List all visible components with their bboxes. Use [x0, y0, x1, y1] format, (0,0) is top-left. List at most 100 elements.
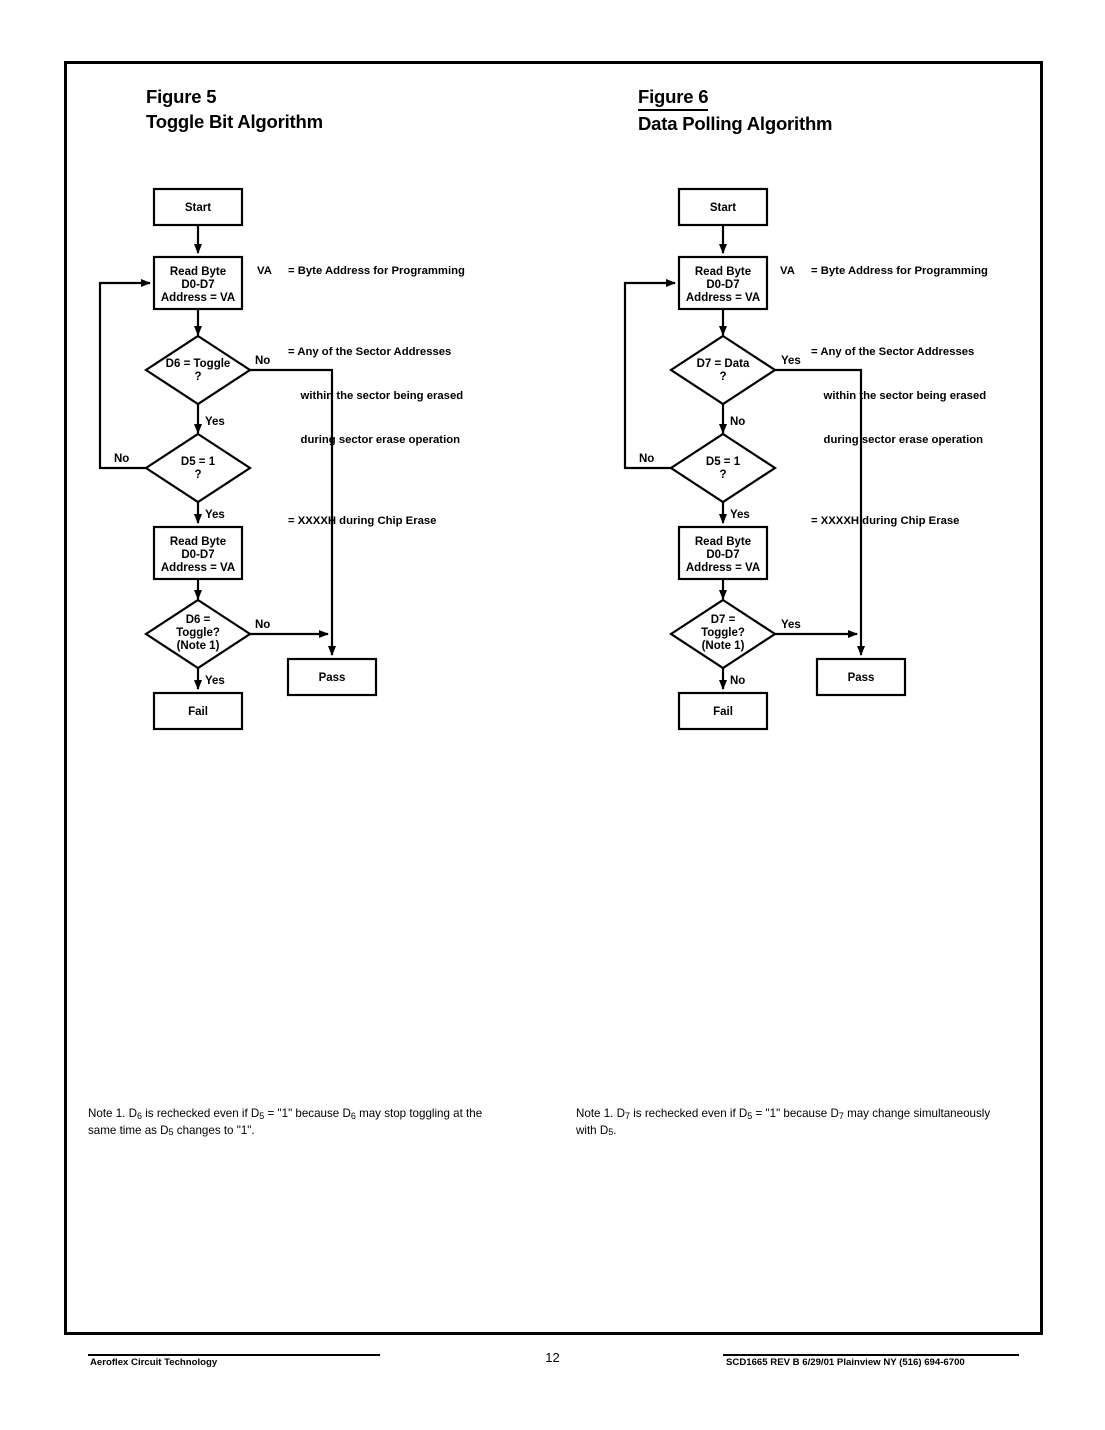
figure-5-heading: Figure 5 Toggle Bit Algorithm	[146, 84, 323, 134]
node-read2-line3: Address = VA	[161, 562, 235, 574]
node-read2-line1: Read Byte	[695, 536, 751, 548]
node-d3-line1: D6 =	[186, 614, 211, 626]
legend-line: during sector erase operation	[780, 433, 988, 448]
node-pass	[286, 657, 378, 697]
node-read2-line2: D0-D7	[181, 549, 214, 561]
branch-d2-left-label: No	[639, 453, 654, 465]
figure-6-flowchart: Start Read Byte D0-D7 Address = VA D7 = …	[615, 185, 915, 731]
node-fail	[152, 691, 244, 731]
node-read1-line1: Read Byte	[695, 266, 751, 278]
node-read-byte-1	[152, 255, 244, 311]
node-read2-line2: D0-D7	[706, 549, 739, 561]
branch-d3-right-label: No	[255, 619, 270, 631]
legend-key: VA	[780, 265, 795, 278]
conn-d1-right	[775, 368, 863, 475]
node-d1-line1: D7 = Data	[697, 358, 750, 370]
branch-d2-down-label: Yes	[730, 509, 750, 521]
legend-value: = Byte Address for Programming	[811, 265, 988, 278]
node-start	[677, 187, 769, 227]
node-decision-2	[668, 432, 778, 504]
legend-value: = Any of the Sector Addresses	[288, 346, 452, 359]
branch-d1-right-label: Yes	[781, 355, 801, 367]
node-decision-1	[143, 334, 253, 406]
footer-company: Aeroflex Circuit Technology	[90, 1357, 218, 1368]
legend-line: during sector erase operation	[257, 433, 465, 448]
legend-line: within the sector being erased	[780, 389, 988, 404]
node-read1-line2: D0-D7	[181, 279, 214, 291]
footer-page-number: 12	[545, 1350, 560, 1365]
node-read1-line1: Read Byte	[170, 266, 226, 278]
node-pass-label: Pass	[319, 672, 346, 684]
figure-5-number-line: Figure 5	[146, 84, 323, 109]
node-d3-line2: Toggle?	[701, 627, 745, 639]
figure-6-number-line: Figure 6	[638, 84, 832, 111]
conn-d2-left-feedback	[623, 279, 676, 470]
figure-5-number: Figure 5	[146, 86, 217, 107]
footer-rule-right	[723, 1354, 1019, 1356]
node-pass	[815, 657, 907, 697]
figure-6-legend: VA = Byte Address for Programming = Any …	[780, 235, 988, 543]
node-pass-label: Pass	[848, 672, 875, 684]
node-decision-2	[143, 432, 253, 504]
legend-value: = Byte Address for Programming	[288, 265, 465, 278]
legend-value: within the sector being erased	[288, 389, 464, 402]
page-border	[64, 61, 1043, 1335]
legend-line: = XXXXH during Chip Erase	[257, 514, 465, 529]
node-d3-line1: D7 =	[711, 614, 736, 626]
figure-5-note: Note 1. D6 is rechecked even if D5 = "1"…	[88, 1107, 483, 1137]
legend-line: VA = Byte Address for Programming	[257, 264, 465, 279]
branch-d3-down-label: Yes	[205, 675, 225, 687]
conn-d1-right	[250, 368, 334, 475]
node-fail	[677, 691, 769, 731]
branch-d3-down-label: No	[730, 675, 745, 687]
node-d2-line2: ?	[194, 469, 201, 481]
node-read1-line3: Address = VA	[161, 292, 235, 304]
node-d3-line2: Toggle?	[176, 627, 220, 639]
figure-5-legend: VA = Byte Address for Programming = Any …	[257, 235, 465, 543]
legend-line: within the sector being erased	[257, 389, 465, 404]
legend-value: within the sector being erased	[811, 389, 987, 402]
node-read2-line1: Read Byte	[170, 536, 226, 548]
legend-value: = XXXXH during Chip Erase	[288, 514, 437, 527]
node-d2-line1: D5 = 1	[706, 456, 741, 468]
node-d3-line3: (Note 1)	[702, 640, 745, 652]
legend-key: VA	[257, 265, 272, 278]
node-d1-line1: D6 = Toggle	[166, 358, 231, 370]
footer-rule-left	[88, 1354, 380, 1356]
node-d3-line3: (Note 1)	[177, 640, 220, 652]
legend-value: during sector erase operation	[811, 433, 984, 446]
legend-line: VA = Byte Address for Programming	[780, 264, 988, 279]
legend-value: = Any of the Sector Addresses	[811, 346, 975, 359]
legend-line: = Any of the Sector Addresses	[257, 345, 465, 360]
node-d1-line2: ?	[194, 371, 201, 383]
branch-d3-right-label: Yes	[781, 619, 801, 631]
legend-value: during sector erase operation	[288, 433, 461, 446]
node-fail-label: Fail	[188, 706, 208, 718]
figure-5-flowchart: Start Read Byte D0-D7 Address = VA D6 = …	[92, 185, 382, 731]
node-d2-line2: ?	[719, 469, 726, 481]
legend-line: = XXXXH during Chip Erase	[780, 514, 988, 529]
node-decision-1	[668, 334, 778, 406]
node-fail-label: Fail	[713, 706, 733, 718]
figure-6-note: Note 1. D7 is rechecked even if D5 = "1"…	[576, 1107, 991, 1137]
node-read1-line2: D0-D7	[706, 279, 739, 291]
node-d2-line1: D5 = 1	[181, 456, 216, 468]
figure-6-number: Figure 6	[638, 84, 709, 111]
node-start	[152, 187, 244, 227]
footer-document-id: SCD1665 REV B 6/29/01 Plainview NY (516)…	[726, 1357, 965, 1368]
branch-d1-down-label: Yes	[205, 416, 225, 428]
legend-value: = XXXXH during Chip Erase	[811, 514, 960, 527]
node-start-label: Start	[710, 202, 736, 214]
node-read1-line3: Address = VA	[686, 292, 760, 304]
branch-d2-left-label: No	[114, 453, 129, 465]
branch-d1-right-label: No	[255, 355, 270, 367]
branch-d1-down-label: No	[730, 416, 745, 428]
node-start-label: Start	[185, 202, 211, 214]
branch-d2-down-label: Yes	[205, 509, 225, 521]
figure-6-title: Data Polling Algorithm	[638, 113, 833, 134]
node-d1-line2: ?	[719, 371, 726, 383]
conn-d2-left-feedback	[98, 279, 151, 470]
node-read-byte-2	[677, 525, 769, 581]
legend-line: = Any of the Sector Addresses	[780, 345, 988, 360]
node-read2-line3: Address = VA	[686, 562, 760, 574]
